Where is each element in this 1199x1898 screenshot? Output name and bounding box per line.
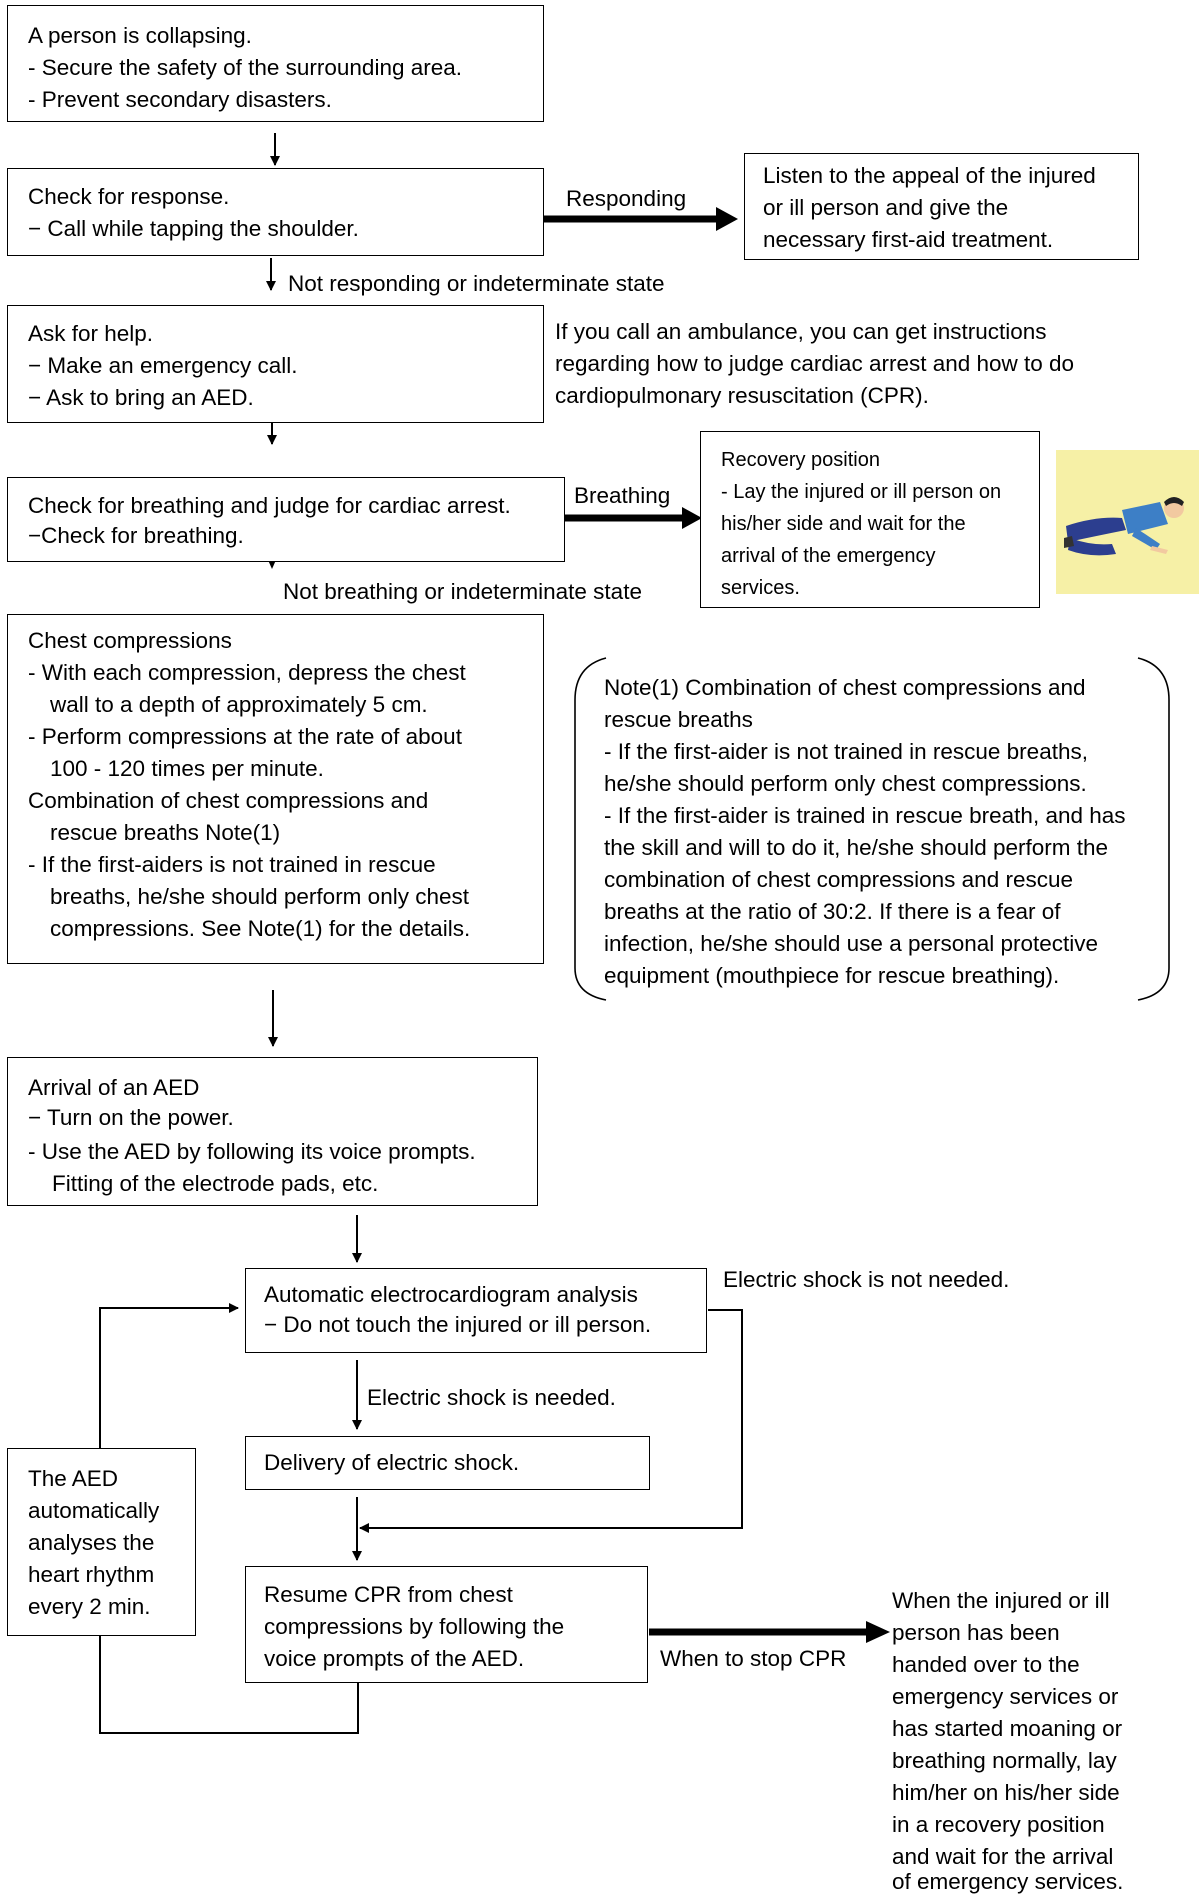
note-bracket-right [1137,657,1170,1001]
box-recovery-line: his/her side and wait for the [721,513,966,535]
box-collapse: A person is collapsing. - Secure the saf… [7,5,544,122]
box-resume-line: voice prompts of the AED. [264,1646,525,1671]
box-ecg-analysis: Automatic electrocardiogram analysis − D… [245,1268,707,1353]
box-chest-line: compressions. See Note(1) for the detail… [50,916,471,941]
arrowhead-responding [716,207,738,231]
box-ask-help-line: Ask for help. [28,321,154,346]
note1-line: the skill and will to do it, he/she shou… [604,835,1109,860]
note1-line: rescue breaths [604,707,753,732]
label-shock-needed: Electric shock is needed. [367,1385,616,1410]
box-chest-line: Combination of chest compressions and [28,788,429,813]
stop-note-line: him/her on his/her side [892,1780,1120,1805]
box-check-breathing-line: −Check for breathing. [28,523,244,548]
box-recovery-line: Recovery position [721,449,880,471]
box-check-response-line: − Call while tapping the shoulder. [28,216,359,241]
box-loop-line: every 2 min. [28,1594,151,1619]
stop-note-line: person has been [892,1620,1060,1645]
box-check-response: Check for response. − Call while tapping… [7,168,544,256]
box-ecg-line: Automatic electrocardiogram analysis [264,1282,638,1307]
box-aed-loop-note: The AED automatically analyses the heart… [7,1448,196,1636]
box-check-breathing: Check for breathing and judge for cardia… [7,477,565,562]
box-resume-line: compressions by following the [264,1614,565,1639]
box-check-breathing-line: Check for breathing and judge for cardia… [28,493,511,518]
stop-note-line: has started moaning or [892,1716,1123,1741]
ambulance-note-line: regarding how to judge cardiac arrest an… [555,351,1075,376]
box-ask-help-line: − Ask to bring an AED. [28,385,254,410]
box-first-aid: Listen to the appeal of the injured or i… [744,153,1139,260]
note1-line: he/she should perform only chest compres… [604,771,1087,796]
box-check-response-line: Check for response. [28,184,230,209]
box-ecg-line: − Do not touch the injured or ill person… [264,1312,652,1337]
recovery-position-illustration [1056,450,1199,594]
arrow-no-shock-path [359,1309,743,1533]
label-not-responding: Not responding or indeterminate state [288,271,665,296]
label-shock-not-needed: Electric shock is not needed. [723,1267,1010,1292]
box-chest-line: - Perform compressions at the rate of ab… [28,724,462,749]
box-recovery-line: - Lay the injured or ill person on [721,481,1002,503]
stop-note-line: emergency services or [892,1684,1119,1709]
arrowhead-stop-cpr [866,1621,890,1643]
box-chest-line: - If the first-aiders is not trained in … [28,852,436,877]
box-chest-line: Chest compressions [28,628,232,653]
arrow-aed-loop-path [99,1303,359,1734]
box-chest-line: breaths, he/she should perform only ches… [50,884,469,909]
arrowhead-not-breathing [268,560,276,569]
stop-note-line: and wait for the arrival [892,1844,1114,1869]
box-recovery-line: services. [721,577,800,599]
box-loop-line: automatically [28,1498,160,1523]
box-deliver-shock: Delivery of electric shock. [245,1436,650,1490]
ambulance-note-line: cardiopulmonary resuscitation (CPR). [555,383,929,408]
recovery-figure [1064,497,1184,556]
arrowhead-breathing [682,507,702,529]
box-aed-line: - Use the AED by following its voice pro… [28,1139,476,1164]
note1-line: combination of chest compressions and re… [604,867,1073,892]
note1-line: breaths at the ratio of 30:2. If there i… [604,899,1061,924]
note1-line: Note(1) Combination of chest compression… [604,675,1086,700]
stop-note-line: of emergency services. [892,1869,1124,1894]
box-chest-line: wall to a depth of approximately 5 cm. [50,692,428,717]
box-arrival-aed: Arrival of an AED − Turn on the power. -… [7,1057,538,1206]
box-first-aid-line: or ill person and give the [763,195,1009,220]
box-chest-line: 100 - 120 times per minute. [50,756,324,781]
box-aed-line: Arrival of an AED [28,1075,200,1100]
label-not-breathing: Not breathing or indeterminate state [283,579,642,604]
box-collapse-line: - Secure the safety of the surrounding a… [28,55,463,80]
box-aed-line: Fitting of the electrode pads, etc. [52,1171,379,1196]
box-chest-compressions: Chest compressions - With each compressi… [7,614,544,964]
box-recovery-line: arrival of the emergency [721,545,936,567]
label-stop-cpr: When to stop CPR [660,1646,847,1671]
box-chest-line: rescue breaths Note(1) [50,820,281,845]
box-loop-line: analyses the [28,1530,155,1555]
box-resume-cpr: Resume CPR from chest compressions by fo… [245,1566,648,1683]
box-collapse-line: - Prevent secondary disasters. [28,87,332,112]
note1-line: - If the first-aider is not trained in r… [604,739,1088,764]
box-resume-line: Resume CPR from chest [264,1582,513,1607]
box-ask-help: Ask for help. − Make an emergency call. … [7,305,544,423]
box-first-aid-line: Listen to the appeal of the injured [763,163,1096,188]
box-collapse-line: A person is collapsing. [28,23,252,48]
note1-line: equipment (mouthpiece for rescue breathi… [604,963,1060,988]
box-chest-line: - With each compression, depress the che… [28,660,466,685]
box-ask-help-line: − Make an emergency call. [28,353,298,378]
box-shock-line: Delivery of electric shock. [264,1450,520,1475]
note1-line: - If the first-aider is trained in rescu… [604,803,1126,828]
box-first-aid-line: necessary first-aid treatment. [763,227,1054,252]
box-recovery-position: Recovery position - Lay the injured or i… [700,431,1040,608]
note1-line: infection, he/she should use a personal … [604,931,1099,956]
box-loop-line: The AED [28,1466,119,1491]
label-breathing: Breathing [574,483,671,508]
stop-note-line: in a recovery position [892,1812,1105,1837]
label-responding: Responding [566,186,687,211]
note-bracket-left [574,657,607,1001]
box-aed-line: − Turn on the power. [28,1105,234,1130]
stop-note-line: breathing normally, lay [892,1748,1117,1773]
box-loop-line: heart rhythm [28,1562,155,1587]
ambulance-note-line: If you call an ambulance, you can get in… [555,319,1047,344]
stop-note-line: handed over to the [892,1652,1080,1677]
stop-note-line: When the injured or ill [892,1588,1110,1613]
